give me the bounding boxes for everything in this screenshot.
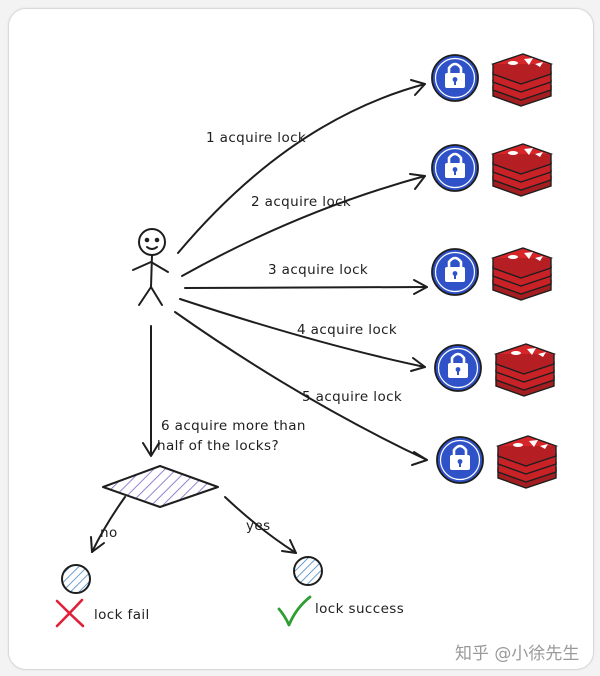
edge-label-3: 3 acquire lock <box>268 262 368 278</box>
cross-icon <box>55 598 85 628</box>
edge-label-1: 1 acquire lock <box>206 130 306 146</box>
decision-label-line1: 6 acquire more than <box>161 418 306 434</box>
edge-label-5: 5 acquire lock <box>302 389 402 405</box>
arrow-1 <box>177 83 426 254</box>
decision-diamond <box>102 465 219 508</box>
arrow-5 <box>174 311 428 461</box>
acquire-arrows <box>90 79 428 554</box>
arrow-yes <box>224 496 297 554</box>
success-label: lock success <box>315 601 404 617</box>
check-icon <box>277 595 312 627</box>
arrow-4 <box>179 298 426 368</box>
arrow-3 <box>184 286 428 289</box>
success-node <box>293 556 323 586</box>
arrow-no <box>91 496 126 553</box>
yes-label: yes <box>246 518 271 534</box>
redis-node-4 <box>433 342 556 398</box>
edge-label-4: 4 acquire lock <box>297 322 397 338</box>
decision-label-line2: half of the locks? <box>157 438 279 454</box>
redis-node-5 <box>435 434 558 490</box>
redis-node-1 <box>430 52 553 108</box>
no-label: no <box>100 525 118 541</box>
redis-node-3 <box>430 246 553 302</box>
stick-figure-icon <box>132 228 169 306</box>
edge-label-2: 2 acquire lock <box>251 194 351 210</box>
watermark: 知乎 @小徐先生 <box>455 644 579 664</box>
redis-node-2 <box>430 142 553 198</box>
arrow-2 <box>181 175 426 277</box>
fail-node <box>61 564 91 594</box>
fail-label: lock fail <box>94 607 150 623</box>
